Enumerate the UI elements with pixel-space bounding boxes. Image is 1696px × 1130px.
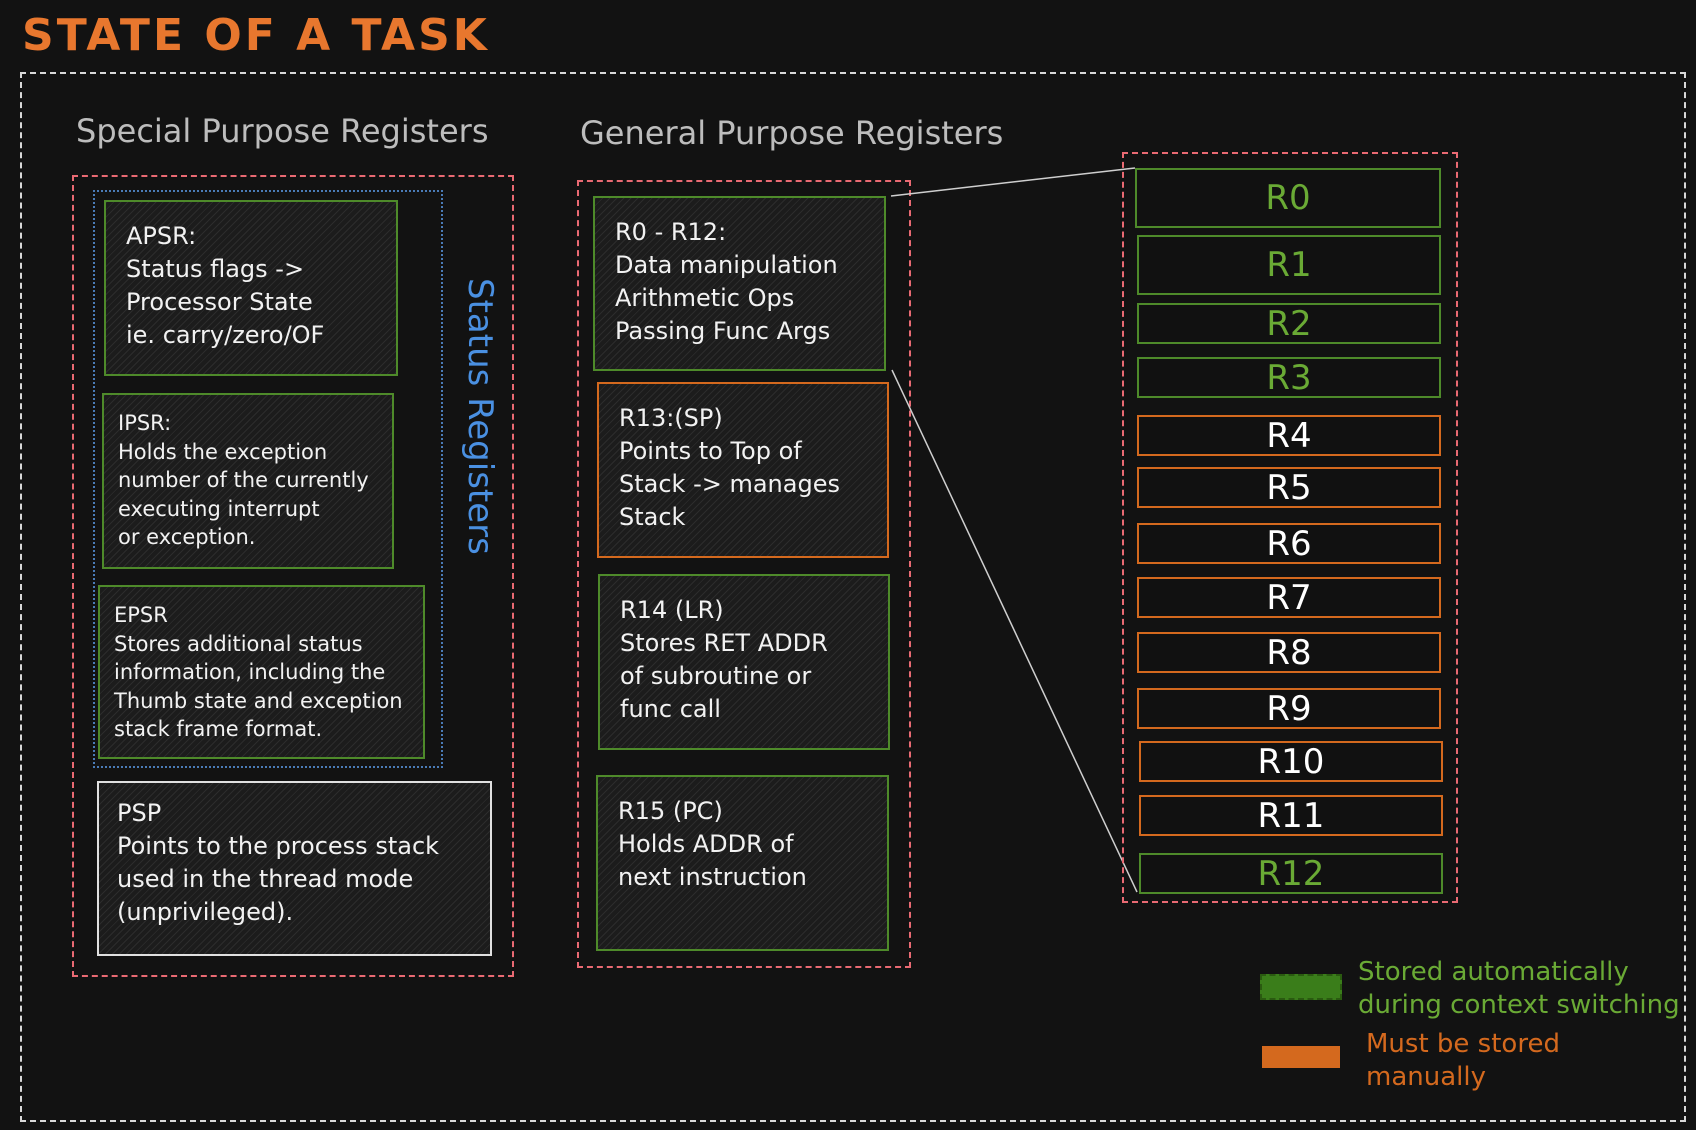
status-registers-group [93,190,443,768]
legend-swatch-manual [1262,1046,1340,1068]
register-r5: R5 [1137,467,1441,508]
general-purpose-heading: General Purpose Registers [580,114,1004,152]
r15-pc-box: R15 (PC) Holds ADDR of next instruction [596,775,889,951]
register-r12: R12 [1139,853,1443,894]
register-r2: R2 [1137,303,1441,344]
register-r9: R9 [1137,688,1441,729]
page-title: STATE OF A TASK [22,10,490,61]
register-r0: R0 [1135,168,1441,228]
special-purpose-group [72,175,514,977]
epsr-box: EPSR Stores additional status informatio… [98,585,425,759]
register-r3: R3 [1137,357,1441,398]
psp-box: PSP Points to the process stack used in … [97,781,492,956]
legend-text-manual: Must be stored manually [1366,1029,1560,1092]
r13-sp-box: R13:(SP) Points to Top of Stack -> manag… [597,382,889,558]
register-r10: R10 [1139,741,1443,782]
register-r7: R7 [1137,577,1441,618]
r0-r12-box: R0 - R12: Data manipulation Arithmetic O… [593,196,886,371]
general-purpose-group [577,180,911,968]
register-stack-group [1122,152,1458,903]
legend-text-auto: Stored automatically during context swit… [1358,957,1680,1020]
r14-lr-box: R14 (LR) Stores RET ADDR of subroutine o… [598,574,890,750]
register-r11: R11 [1139,795,1443,836]
register-r8: R8 [1137,632,1441,673]
legend-swatch-auto [1260,974,1342,1000]
special-purpose-heading: Special Purpose Registers [76,112,489,150]
register-r1: R1 [1137,235,1441,295]
register-r4: R4 [1137,415,1441,456]
ipsr-box: IPSR: Holds the exception number of the … [102,393,394,569]
apsr-box: APSR: Status flags -> Processor State ie… [104,200,398,376]
register-r6: R6 [1137,523,1441,564]
outer-frame [20,72,1686,1122]
